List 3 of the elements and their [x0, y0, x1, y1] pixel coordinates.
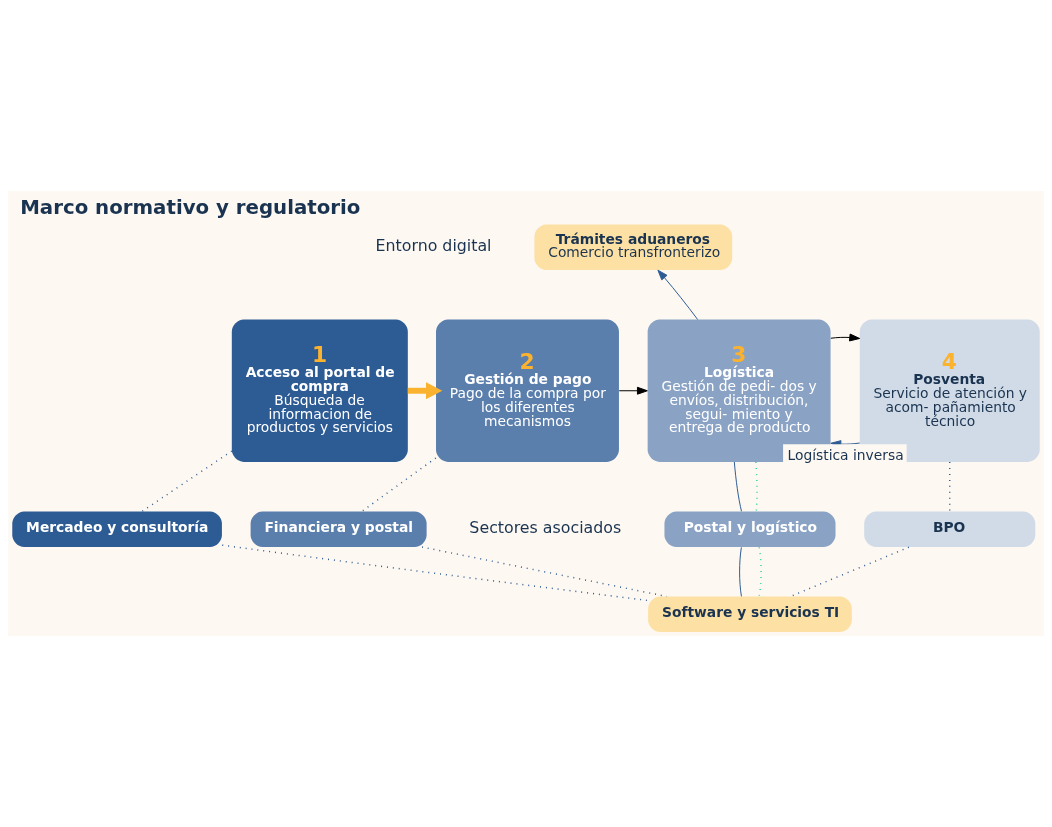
- label: Entorno digital: [375, 236, 492, 256]
- diagram-title: Marco normativo y regulatorio: [20, 195, 361, 219]
- label: Sectores asociados: [469, 517, 622, 537]
